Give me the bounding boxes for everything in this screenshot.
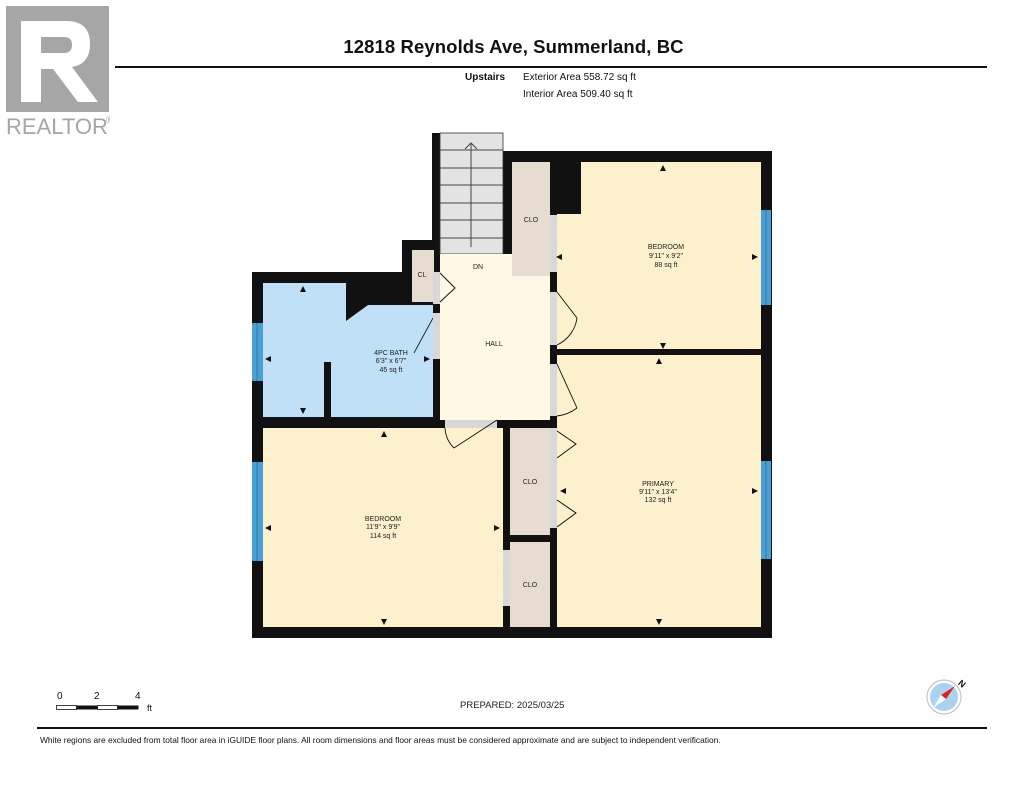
window-bedroom-3: [252, 462, 263, 561]
closet-middle: [510, 428, 550, 535]
room-bath-name: 4PC BATH: [374, 350, 408, 357]
room-bedroom-3: [263, 428, 503, 627]
primary-door[interactable]: [550, 364, 557, 416]
closet-top-door[interactable]: [550, 215, 557, 272]
closet-top: [512, 162, 550, 276]
room-bedroom-2-area: 88 sq ft: [655, 262, 678, 269]
bedroom-3-door[interactable]: [445, 420, 497, 428]
room-bedroom-3-name: BEDROOM: [365, 516, 401, 523]
disclaimer-text: White regions are excluded from total fl…: [40, 735, 721, 745]
address-title: 12818 Reynolds Ave, Summerland, BC: [343, 36, 684, 57]
window-bath: [252, 323, 263, 381]
room-4pc-bath: [263, 283, 433, 417]
room-bedroom-2-name: BEDROOM: [648, 244, 684, 251]
room-primary-dims: 9'11" x 13'4": [639, 489, 677, 496]
header-divider: [115, 66, 987, 68]
room-bedroom-3-area: 114 sq ft: [370, 533, 396, 540]
closet-cl: [412, 250, 434, 302]
prepared-date: PREPARED: 2025/03/25: [460, 700, 565, 711]
room-bedroom-2: [557, 162, 761, 349]
room-bedroom-3-dims: 11'9" x 9'9": [366, 524, 400, 531]
exterior-area: Exterior Area 558.72 sq ft: [523, 72, 636, 83]
logo-wordmark: REALTOR: [6, 114, 108, 139]
footer-divider: [37, 727, 987, 729]
realtor-logo: REALTOR ®: [6, 6, 110, 139]
closet-cl-door[interactable]: [433, 272, 440, 304]
bedroom-2-door[interactable]: [550, 292, 557, 345]
interior-area: Interior Area 509.40 sq ft: [523, 89, 633, 100]
bath-door[interactable]: [433, 313, 440, 359]
closet-bottom: [510, 542, 550, 627]
scale-tick-2: 2: [94, 691, 100, 702]
registered-mark-icon: ®: [106, 115, 110, 125]
level-name: Upstairs: [465, 72, 506, 83]
room-hall: [440, 254, 550, 420]
compass-north-label: N: [956, 678, 967, 690]
room-primary: [557, 355, 761, 627]
stairs-dn-label: DN: [473, 264, 483, 271]
dimension-markers: [265, 165, 758, 625]
closet-middle-door[interactable]: [550, 428, 557, 528]
room-bedroom-2-dims: 9'11" x 9'2": [649, 253, 683, 260]
room-primary-area: 132 sq ft: [645, 497, 672, 504]
room-bath-area: 45 sq ft: [380, 367, 403, 374]
closet-cl-label: CL: [418, 272, 427, 279]
stairs: [439, 132, 504, 255]
logo-r-mark: [21, 21, 98, 102]
scale-tick-4: 4: [135, 691, 141, 702]
room-primary-name: PRIMARY: [642, 481, 674, 488]
room-bath-dims: 6'3" x 6'7": [376, 358, 407, 365]
closet-middle-label: CLO: [523, 479, 538, 486]
closet-bottom-label: CLO: [523, 582, 538, 589]
page-title: 12818 Reynolds Ave, Summerland, BC: [0, 36, 1024, 58]
room-hall-label: HALL: [485, 341, 503, 348]
closet-bottom-door[interactable]: [503, 550, 510, 606]
scale-tick-0: 0: [57, 691, 63, 702]
closet-top-label: CLO: [524, 217, 539, 224]
scale-unit: ft: [147, 703, 153, 713]
scale-bar: [56, 705, 139, 710]
compass-icon: N: [926, 678, 968, 715]
